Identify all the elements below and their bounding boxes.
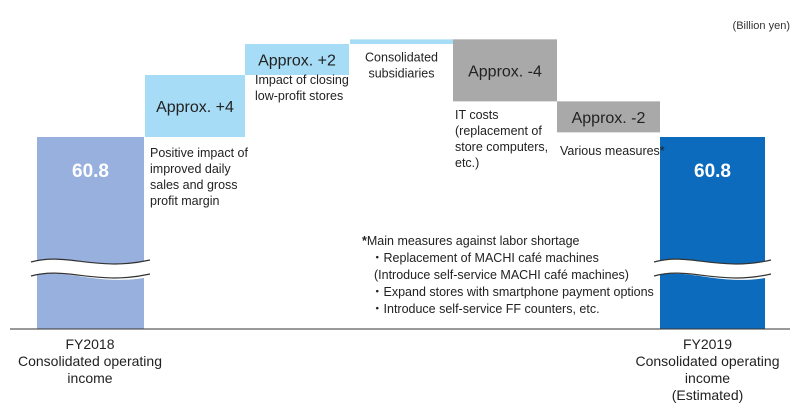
bar-label-line: subsidiaries <box>368 66 434 80</box>
caption-fy2018: FY2018 Consolidated operating income <box>18 336 162 386</box>
bar-value-label: Approx. -4 <box>468 63 542 80</box>
caption-fy2019: FY2019 Consolidated operating income (Es… <box>635 336 780 403</box>
annotation-plus2: Impact of closing low-profit stores <box>255 73 349 103</box>
footnote-item: (Introduce self-service MACHI café machi… <box>374 268 629 282</box>
footnote-item: ・Introduce self-service FF counters, etc… <box>371 302 600 316</box>
bar-4 <box>453 39 557 102</box>
bar-2 <box>245 44 349 75</box>
axis-break-line <box>30 272 151 279</box>
footnote-item: ・Expand stores with smartphone payment o… <box>371 285 654 299</box>
bar-label-line: Consolidated <box>365 50 438 64</box>
bar-value-label: Approx. -2 <box>572 110 646 127</box>
footnote-title: Main measures against labor shortage <box>366 234 580 248</box>
axis-break-line <box>653 272 772 279</box>
bar-5 <box>557 101 660 133</box>
bar-6 <box>660 137 765 329</box>
bar-0 <box>37 137 144 329</box>
unit-label: (Billion yen) <box>732 20 790 32</box>
bar-3 <box>350 39 453 44</box>
bar-value-label: 60.8 <box>694 161 731 182</box>
bar-value-label: Approx. +2 <box>258 53 336 70</box>
axis-break-line <box>30 258 151 265</box>
annotation-minus2: Various measures* <box>560 144 665 158</box>
footnote: *Main measures against labor shortage ・R… <box>362 234 654 316</box>
annotation-minus4: IT costs (replacement of store computers… <box>455 108 549 170</box>
bar-value-label: 60.8 <box>72 161 109 182</box>
bar-value-label: Approx. +4 <box>156 99 234 116</box>
axis-break-line <box>653 258 772 265</box>
bar-1 <box>145 75 245 137</box>
footnote-item: ・Replacement of MACHI café machines <box>371 251 599 265</box>
annotation-plus4: Positive impact of improved daily sales … <box>150 146 248 208</box>
